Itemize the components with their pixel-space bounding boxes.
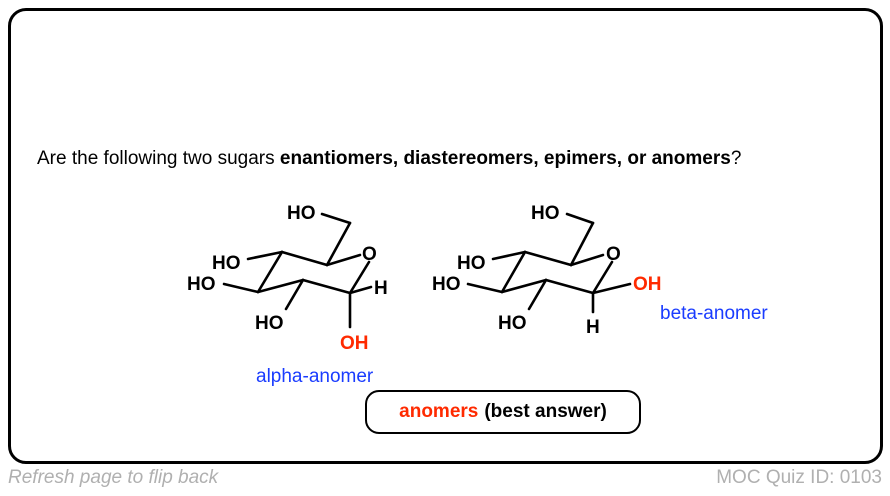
refresh-hint: Refresh page to flip back [8,467,219,488]
atom-ho: HO [287,203,316,224]
beta-glucose-structure [466,212,632,314]
atom-ho: HO [432,274,461,295]
alpha-glucose-structure [222,212,373,329]
atom-ho: HO [255,313,284,334]
quiz-card[interactable] [8,8,883,464]
atom-ho: HO [457,253,486,274]
question-suffix: ? [730,148,742,169]
beta-anomer-label: beta-anomer [660,303,768,324]
answer-highlight: anomers [399,401,479,422]
atom-oh-anomeric: OH [633,274,662,295]
atom-o: O [606,244,621,265]
atom-h: H [374,278,388,299]
atom-ho: HO [498,313,527,334]
question-text: Are the following two sugars enantiomers… [37,148,741,170]
atom-h: H [586,317,600,338]
question-prefix: Are the following two sugars [37,148,280,169]
quiz-id: MOC Quiz ID: 0103 [716,467,882,488]
question-options: enantiomers, diastereomers, epimers, or … [279,148,731,169]
atom-ho: HO [187,274,216,295]
alpha-anomer-label: alpha-anomer [256,366,374,387]
atom-ho: HO [212,253,241,274]
atom-o: O [362,244,377,265]
atom-ho: HO [531,203,560,224]
answer-note: (best answer) [484,401,607,422]
atom-oh-anomeric: OH [340,333,369,354]
answer-box[interactable]: anomers(best answer) [365,390,641,434]
